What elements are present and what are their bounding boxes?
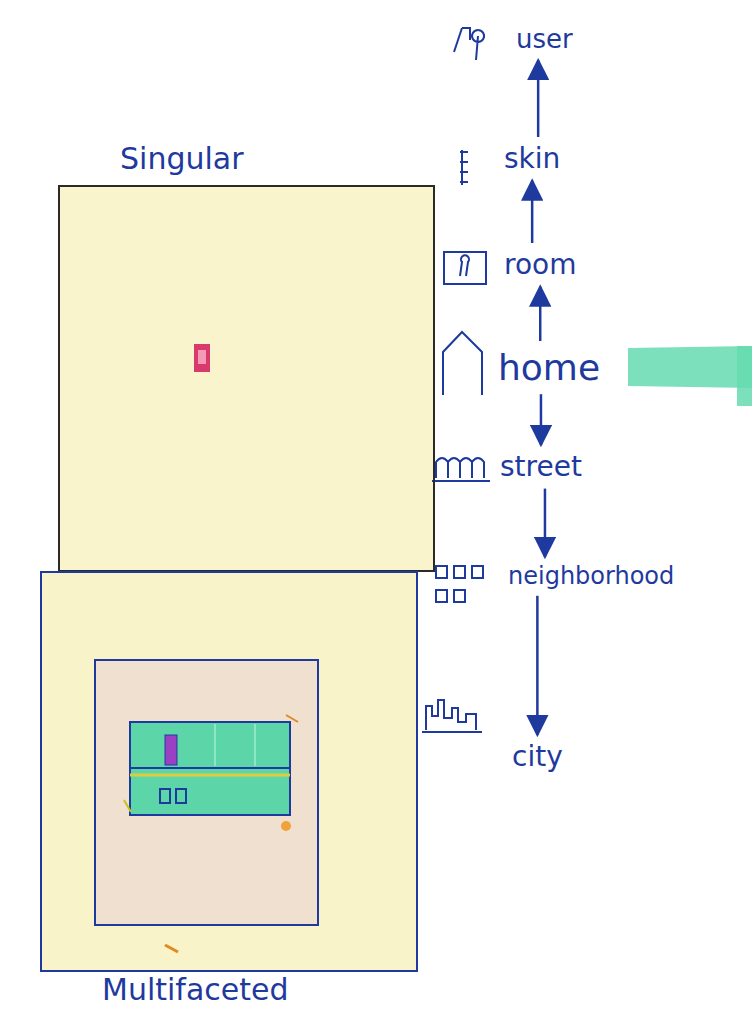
arrow [540, 394, 543, 445]
scale-word: user [512, 22, 577, 57]
orange-tick [286, 715, 298, 722]
band-line [130, 767, 290, 769]
red-mark [194, 344, 210, 372]
arrow [531, 181, 534, 243]
orange-dot [281, 821, 291, 831]
highlight-bar [628, 346, 752, 388]
arrow [539, 287, 542, 341]
room-icon [460, 255, 469, 276]
room-icon [444, 252, 486, 284]
red-mark-core [198, 350, 206, 364]
neighborhood-icon [436, 566, 447, 578]
street-icon [432, 458, 490, 481]
band-line [130, 774, 290, 777]
user-icon [454, 28, 484, 60]
band-line [214, 724, 216, 766]
neighborhood-icon [436, 590, 447, 602]
scale-word: skin [500, 140, 564, 178]
neighborhood-icon [454, 590, 465, 602]
neighborhood-icon [472, 566, 483, 578]
purple-mark [165, 735, 177, 765]
band-line [254, 724, 256, 766]
scale-label: city [512, 740, 563, 774]
arrow [544, 489, 547, 557]
small-square [160, 789, 170, 803]
scale-label: skin [504, 142, 560, 176]
scale-word: city [508, 738, 567, 776]
scale-word: home [494, 344, 604, 391]
scale-label: room [504, 248, 576, 282]
arrow [536, 596, 539, 735]
home-icon [443, 332, 482, 395]
frame-heading: Singular [120, 141, 244, 177]
scale-label: home [498, 346, 600, 389]
yellow-tick [124, 800, 131, 812]
frame-box: Multifaceted [40, 571, 418, 972]
arrow [537, 60, 540, 137]
scale-word: street [496, 448, 586, 486]
square-fill [58, 185, 435, 572]
city-icon [422, 700, 482, 732]
orange-tick [165, 945, 178, 952]
scale-label: user [516, 24, 573, 55]
beige-box [95, 660, 318, 925]
small-square [176, 789, 186, 803]
scale-word: neighborhood [504, 560, 678, 593]
frame-heading: Multifaceted [102, 972, 289, 1008]
neighborhood-icon [454, 566, 465, 578]
scale-label: street [500, 450, 582, 484]
frame-box: Singular [58, 185, 435, 572]
scale-word: room [500, 246, 580, 284]
scale-label: neighborhood [508, 562, 674, 591]
green-band [130, 722, 290, 815]
square-fill [40, 571, 418, 972]
highlight-bar [737, 346, 752, 406]
skin-icon [460, 150, 468, 185]
